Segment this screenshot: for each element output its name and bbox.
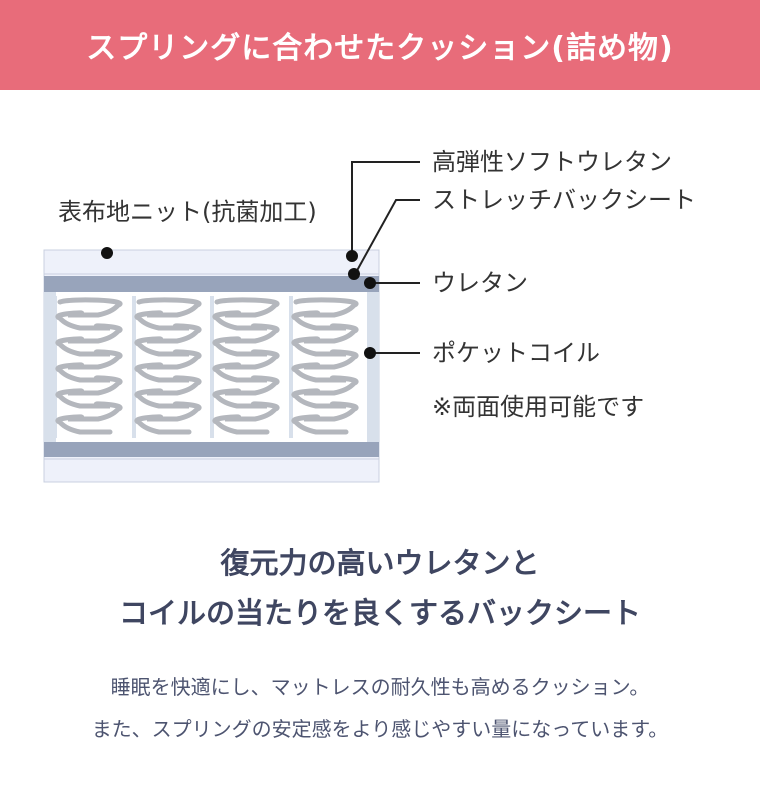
label-pocket-coil: ポケットコイル: [432, 339, 600, 367]
headline: 復元力の高いウレタンと コイルの当たりを良くするバックシート: [0, 538, 760, 638]
urethane-top-layer: [44, 276, 379, 292]
label-urethane: ウレタン: [432, 269, 528, 297]
pocket-divider: [289, 296, 293, 438]
label-high-resilience: 高弾性ソフトウレタン: [432, 148, 672, 176]
pocket-coil: [55, 297, 123, 435]
mattress-cross-section: [43, 161, 420, 483]
leader-lines: [351, 161, 420, 354]
headline-line1: 復元力の高いウレタンと: [220, 546, 540, 580]
pocket-divider: [210, 296, 214, 438]
dot-urethane: [364, 277, 376, 289]
mattress-diagram: 表布地ニット(抗菌加工) 高弾性ソフトウレタン ストレッチバックシート ウレタン…: [0, 90, 760, 520]
header-banner: スプリングに合わせたクッション(詰め物): [0, 0, 760, 90]
leader-high-resilience: [351, 161, 420, 256]
dot-stretch-sheet: [348, 268, 360, 280]
headline-line2: コイルの当たりを良くするバックシート: [118, 596, 641, 630]
dot-pocket-coil: [364, 347, 376, 359]
header-title: スプリングに合わせたクッション(詰め物): [86, 31, 674, 66]
marker-dots: [101, 247, 376, 359]
description-line1: 睡眠を快適にし、マットレスの耐久性も高めるクッション。: [110, 675, 650, 699]
leader-stretch-sheet: [353, 199, 420, 277]
pocket-coil: [134, 297, 202, 435]
pocket-coil: [291, 297, 359, 435]
dot-knit: [101, 247, 113, 259]
label-knit: 表布地ニット(抗菌加工): [58, 198, 317, 226]
urethane-bottom-layer: [44, 442, 379, 457]
pocket-divider: [132, 296, 136, 438]
pocket-coils: [44, 292, 379, 442]
dot-high-resilience: [346, 250, 358, 262]
pocket-divider: [53, 296, 57, 438]
description-line2: また、スプリングの安定感をより感じやすい量になっています。: [91, 717, 669, 741]
side-panel: [367, 292, 379, 442]
label-stretch-sheet: ストレッチバックシート: [432, 186, 696, 214]
pocket-coil: [212, 297, 280, 435]
label-note: ※両面使用可能です: [432, 393, 645, 421]
description: 睡眠を快適にし、マットレスの耐久性も高めるクッション。 また、スプリングの安定感…: [0, 666, 760, 750]
